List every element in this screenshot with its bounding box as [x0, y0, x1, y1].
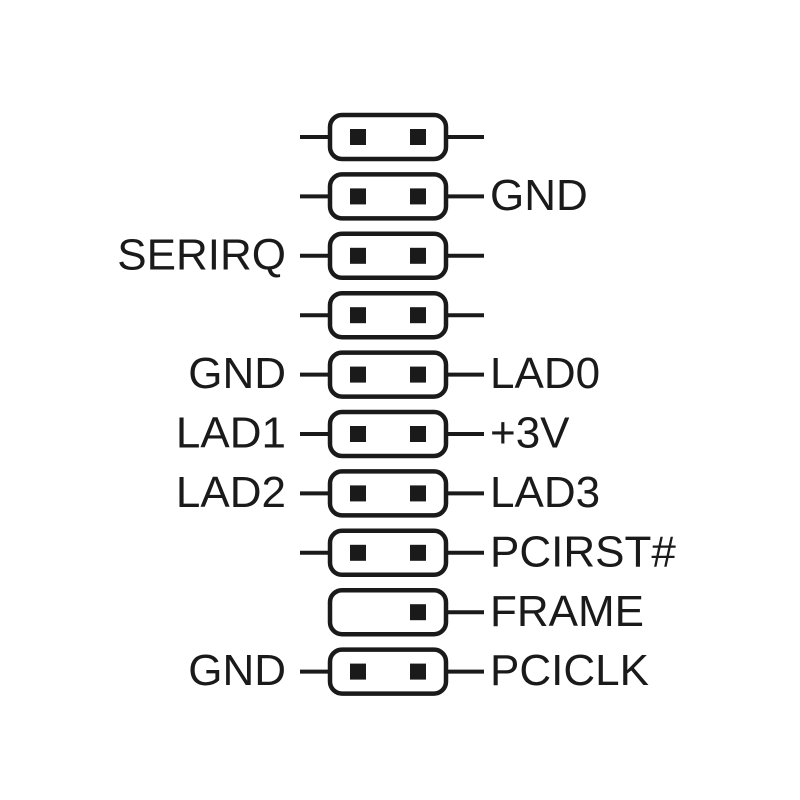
left-pin	[350, 366, 366, 383]
left-pin-label: LAD1	[176, 409, 286, 458]
left-pin	[350, 188, 366, 205]
right-pin-label: FRAME	[490, 587, 644, 636]
pin-housing	[327, 350, 449, 399]
right-pin-label: LAD3	[490, 468, 600, 517]
pin-row: GND	[300, 171, 588, 221]
left-pin	[350, 663, 366, 680]
left-pin	[350, 485, 366, 502]
pin-housing	[327, 409, 449, 459]
left-pin-label: GND	[188, 646, 286, 695]
right-pin-label: PCICLK	[490, 646, 649, 695]
right-pin-label: PCIRST#	[490, 527, 676, 576]
pin-housing	[327, 290, 449, 340]
pin-housing	[327, 231, 449, 281]
pin-housing	[327, 587, 449, 637]
pin-housing	[327, 528, 449, 578]
right-pin	[410, 544, 426, 561]
pin-housing	[327, 469, 449, 518]
right-pin	[410, 307, 426, 324]
right-pin	[410, 129, 426, 145]
right-pin-label: GND	[490, 171, 588, 220]
left-pin	[350, 247, 366, 264]
pin-row	[300, 112, 484, 162]
pin-row: GND PCICLK	[188, 646, 649, 696]
pin-row: GND LAD0	[188, 349, 600, 399]
pin-row: FRAME	[327, 587, 644, 637]
pin-row: PCIRST#	[300, 527, 676, 578]
pin-row: LAD1 +3V	[176, 409, 570, 459]
pin-housing	[327, 647, 449, 696]
left-pin-label: GND	[188, 349, 286, 398]
pin-housing	[327, 112, 449, 162]
left-pin-label: SERIRQ	[117, 230, 286, 279]
left-pin	[350, 129, 366, 145]
right-pin-label: LAD0	[490, 349, 600, 398]
right-pin	[410, 426, 426, 442]
pin-housing	[327, 172, 449, 221]
pin-row	[300, 290, 484, 340]
pin-row: LAD2 LAD3	[176, 468, 600, 518]
left-pin	[350, 307, 366, 324]
pin-row: SERIRQ	[117, 230, 484, 281]
left-pin	[350, 426, 366, 442]
left-pin	[350, 544, 366, 561]
right-pin-label: +3V	[490, 409, 570, 458]
right-pin	[410, 366, 426, 383]
right-pin	[410, 485, 426, 502]
right-pin	[410, 604, 426, 621]
right-pin	[410, 247, 426, 264]
left-pin-label: LAD2	[176, 468, 286, 517]
right-pin	[410, 188, 426, 205]
right-pin	[410, 663, 426, 680]
